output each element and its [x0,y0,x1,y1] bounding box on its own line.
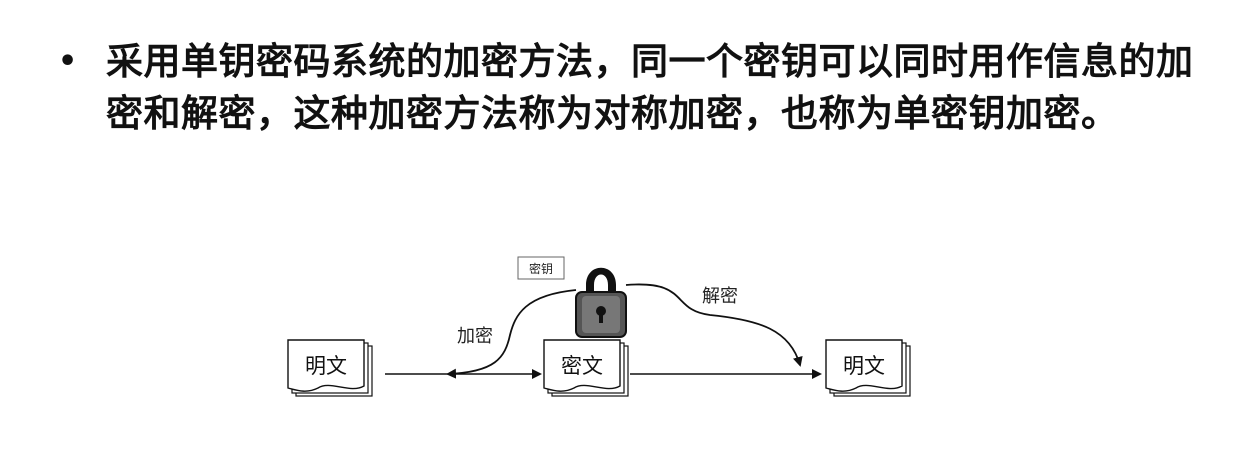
decrypt-arrow [625,283,803,367]
key-label-box: 密钥 [517,256,565,280]
key-label: 密钥 [529,261,553,276]
symmetric-encryption-diagram: 密钥 加密 解密 明文 [270,240,970,420]
plaintext-left-document: 明文 [287,339,373,397]
padlock-icon [575,267,627,338]
diagram-canvas: 密钥 加密 解密 明文 [287,256,911,397]
plaintext-right-label: 明文 [843,354,885,378]
bullet-paragraph: • 采用单钥密码系统的加密方法，同一个密钥可以同时用作信息的加密和解密，这种加密… [50,36,1210,140]
paragraph-text: 采用单钥密码系统的加密方法，同一个密钥可以同时用作信息的加密和解密，这种加密方法… [106,40,1194,135]
encrypt-label: 加密 [457,326,493,347]
decrypt-label: 解密 [702,286,738,307]
bullet-marker: • [58,44,78,79]
ciphertext-label: 密文 [561,354,603,378]
plaintext-left-label: 明文 [305,354,347,378]
ciphertext-document: 密文 [543,339,629,397]
plaintext-right-document: 明文 [825,339,911,397]
encrypt-arrow [446,289,577,379]
